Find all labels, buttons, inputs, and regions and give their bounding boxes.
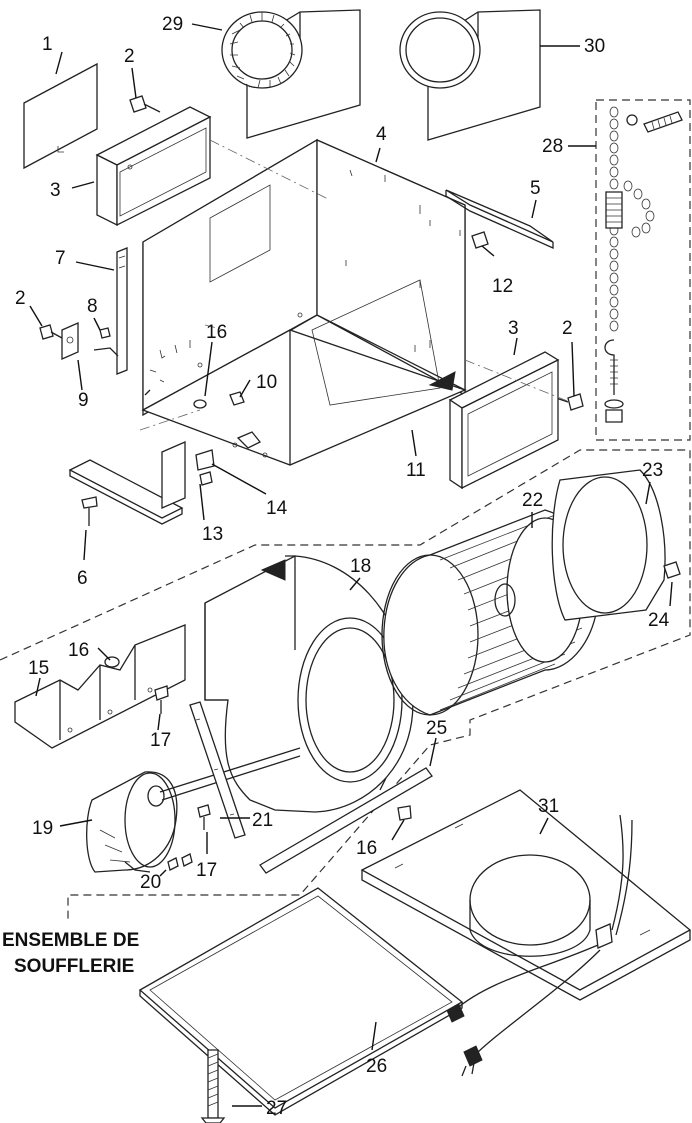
part-label-11: 11	[406, 460, 426, 481]
part-label-27: 27	[266, 1098, 287, 1119]
part-label-31: 31	[538, 796, 559, 817]
part-label-13: 13	[202, 524, 223, 545]
plate-9-drawing	[61, 322, 111, 360]
part-number-labels: 1 2 2 2 3 3 4 5 6 7 8 9 10 11 12 13 14 1…	[15, 14, 670, 1119]
part-label-6: 6	[77, 568, 88, 589]
part-label-16-bracket: 16	[68, 640, 89, 661]
part-label-26: 26	[366, 1056, 387, 1077]
part-label-4: 4	[376, 124, 387, 145]
part-label-20: 20	[140, 872, 161, 893]
part-label-19: 19	[32, 818, 53, 839]
leader-lines	[29, 23, 673, 1107]
nut-24-drawing	[663, 561, 681, 579]
duct-ring-connector-drawing	[221, 9, 361, 139]
blower-motor-drawing	[86, 747, 301, 873]
screw-17-lower-drawing	[197, 804, 211, 830]
part-label-22: 22	[522, 490, 543, 511]
part-label-8: 8	[87, 296, 98, 317]
part-label-2-right: 2	[562, 318, 573, 339]
terminal-strip-drawing	[93, 247, 128, 375]
grille-screw-drawing	[200, 1049, 226, 1123]
part-label-15: 15	[28, 658, 49, 679]
part-label-17-lower: 17	[196, 860, 217, 881]
part-label-14: 14	[266, 498, 288, 519]
part-label-23: 23	[642, 460, 663, 481]
screw-2-right-drawing	[555, 393, 584, 411]
part-label-5: 5	[530, 178, 541, 199]
chain-kit-drawing	[595, 99, 691, 441]
blower-assembly-caption-line2: SOUFFLERIE	[14, 956, 134, 977]
bottom-pan-drawing	[360, 789, 692, 1077]
part-label-9: 9	[78, 390, 89, 411]
part-label-3-right: 3	[508, 318, 519, 339]
motor-support-bracket-drawing	[14, 624, 186, 749]
part-label-16-housing: 16	[206, 322, 227, 343]
mounting-rail-drawing	[445, 189, 554, 250]
part-label-30: 30	[584, 36, 605, 57]
part-label-24: 24	[648, 610, 670, 631]
screw-2-left-drawing	[39, 324, 63, 340]
right-side-panel-drawing	[448, 351, 560, 490]
cover-plate-drawing	[23, 62, 98, 170]
nut-12-drawing	[471, 231, 489, 249]
grille-panel-drawing	[138, 887, 464, 1116]
blower-housing-drawing	[204, 555, 414, 813]
screw-2-top-drawing	[129, 95, 161, 113]
part-label-18: 18	[350, 556, 371, 577]
part-label-3-left: 3	[50, 180, 61, 201]
inlet-ring-drawing	[551, 469, 666, 621]
blower-assembly-caption-line1: ENSEMBLE DE	[2, 930, 139, 951]
screw-6-drawing	[81, 496, 98, 526]
lower-bracket-drawing	[68, 441, 215, 525]
left-side-panel-drawing	[95, 106, 212, 227]
part-label-7: 7	[55, 248, 66, 269]
motor-mounting-strap-drawing	[189, 701, 246, 839]
part-label-10: 10	[256, 372, 277, 393]
blower-wheel-drawing	[381, 509, 599, 716]
part-label-2-left: 2	[15, 288, 26, 309]
wire-connector-drawing	[167, 853, 193, 871]
rod-drawing	[259, 767, 433, 874]
part-label-12: 12	[492, 276, 513, 297]
blower-assembly-outline	[0, 449, 691, 920]
part-label-28: 28	[542, 136, 563, 157]
part-label-1: 1	[42, 34, 53, 55]
main-housing-drawing	[141, 138, 467, 466]
part-label-16-rod: 16	[356, 838, 377, 859]
part-label-2-top: 2	[124, 46, 135, 67]
part-label-21: 21	[252, 810, 273, 831]
part-label-29: 29	[162, 14, 183, 35]
part-label-25: 25	[426, 718, 447, 739]
duct-plain-connector-drawing	[399, 9, 541, 141]
part-label-17-upper: 17	[150, 730, 171, 751]
